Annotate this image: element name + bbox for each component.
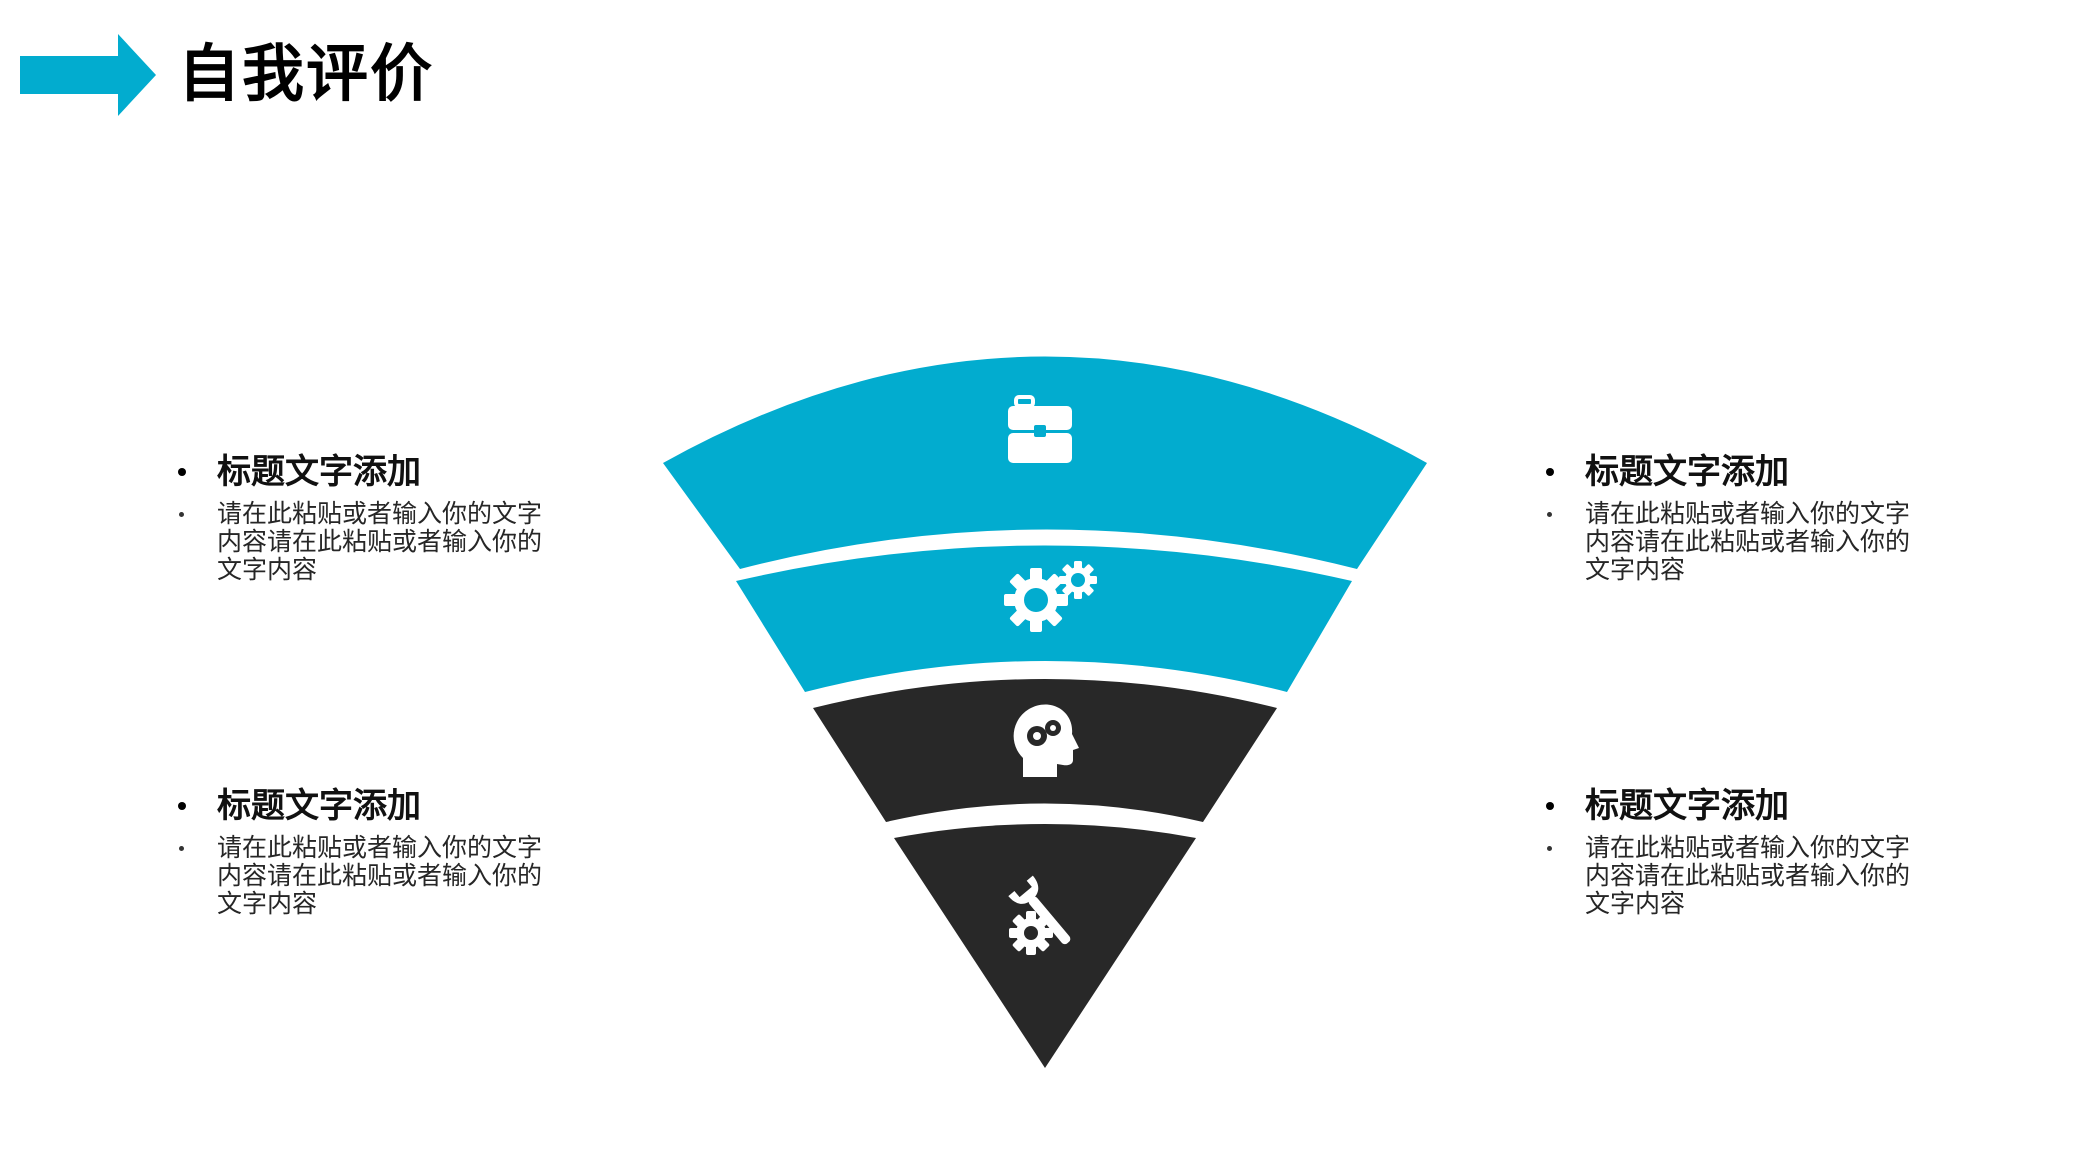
- info-body-row: 请在此粘贴或者输入你的文字内容请在此粘贴或者输入你的文字内容: [1546, 500, 1966, 584]
- info-body-row: 请在此粘贴或者输入你的文字内容请在此粘贴或者输入你的文字内容: [1546, 834, 1966, 918]
- wrench-gear-icon: [1008, 875, 1071, 955]
- info-title-row: 标题文字添加: [178, 784, 598, 830]
- info-body-row: 请在此粘贴或者输入你的文字内容请在此粘贴或者输入你的文字内容: [178, 500, 598, 584]
- info-block-bottom-left: 标题文字添加 请在此粘贴或者输入你的文字内容请在此粘贴或者输入你的文字内容: [178, 784, 598, 918]
- info-title: 标题文字添加: [1585, 786, 1789, 826]
- page-title: 自我评价: [178, 37, 435, 110]
- info-body-row: 请在此粘贴或者输入你的文字内容请在此粘贴或者输入你的文字内容: [178, 834, 598, 918]
- head-gear-icon: [1013, 704, 1079, 777]
- gears-icon: [1004, 561, 1097, 632]
- info-block-top-right: 标题文字添加 请在此粘贴或者输入你的文字内容请在此粘贴或者输入你的文字内容: [1546, 450, 1966, 584]
- bullet-dot: [1547, 512, 1552, 517]
- info-block-bottom-right: 标题文字添加 请在此粘贴或者输入你的文字内容请在此粘贴或者输入你的文字内容: [1546, 784, 1966, 918]
- info-body: 请在此粘贴或者输入你的文字内容请在此粘贴或者输入你的文字内容: [217, 833, 543, 918]
- bullet-dot: [178, 468, 186, 476]
- bullet-dot: [1546, 468, 1554, 476]
- info-title-row: 标题文字添加: [1546, 784, 1966, 830]
- bullet-dot: [179, 512, 184, 517]
- info-body: 请在此粘贴或者输入你的文字内容请在此粘贴或者输入你的文字内容: [217, 499, 543, 584]
- bullet-dot: [179, 846, 184, 851]
- bullet-dot: [1547, 846, 1552, 851]
- bullet-dot: [178, 802, 186, 810]
- info-body: 请在此粘贴或者输入你的文字内容请在此粘贴或者输入你的文字内容: [1585, 499, 1911, 584]
- info-title-row: 标题文字添加: [178, 450, 598, 496]
- info-title-row: 标题文字添加: [1546, 450, 1966, 496]
- briefcase-icon: [1008, 395, 1072, 463]
- header-arrow-icon: [20, 34, 156, 116]
- info-title: 标题文字添加: [217, 786, 421, 826]
- info-body: 请在此粘贴或者输入你的文字内容请在此粘贴或者输入你的文字内容: [1585, 833, 1911, 918]
- bullet-dot: [1546, 802, 1554, 810]
- info-title: 标题文字添加: [217, 452, 421, 492]
- info-block-top-left: 标题文字添加 请在此粘贴或者输入你的文字内容请在此粘贴或者输入你的文字内容: [178, 450, 598, 584]
- info-title: 标题文字添加: [1585, 452, 1789, 492]
